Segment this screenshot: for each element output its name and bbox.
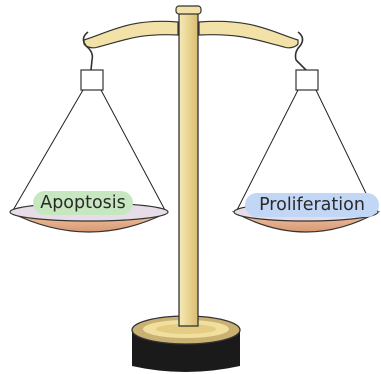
- scale-pole: [176, 6, 201, 326]
- apoptosis-label: Apoptosis: [33, 191, 133, 215]
- right-hook: [296, 32, 307, 70]
- left-hanger-block: [81, 70, 103, 90]
- right-hanger-block: [296, 70, 318, 90]
- proliferation-label: Proliferation: [245, 193, 379, 217]
